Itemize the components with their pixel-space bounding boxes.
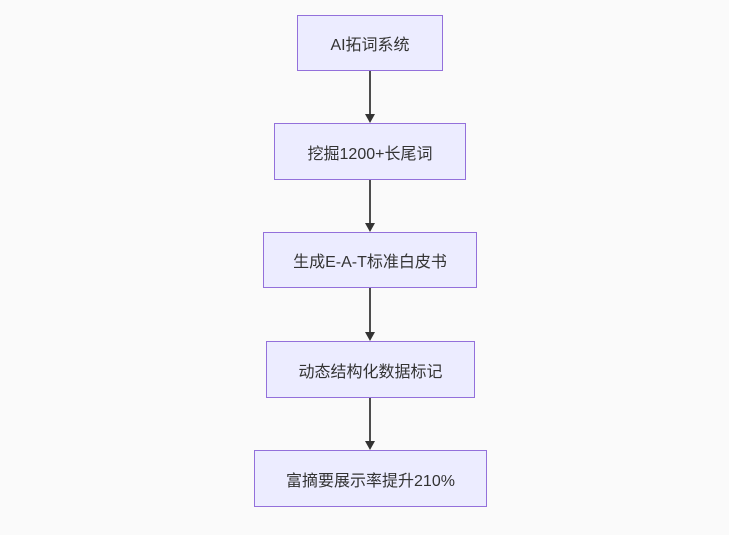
flow-node-label: 动态结构化数据标记 bbox=[298, 363, 443, 381]
flow-node-eat-whitepaper: 生成E-A-T标准白皮书 bbox=[263, 232, 477, 288]
flow-node-rich-snippet-result: 富摘要展示率提升210% bbox=[254, 450, 487, 507]
edge-line bbox=[369, 398, 371, 442]
flow-edge-3 bbox=[364, 288, 376, 341]
edge-line bbox=[369, 180, 371, 224]
flow-node-longtail-mining: 挖掘1200+长尾词 bbox=[274, 123, 466, 180]
arrowhead-down-icon bbox=[365, 332, 375, 341]
flow-node-label: AI拓词系统 bbox=[330, 37, 410, 54]
flow-edge-4 bbox=[364, 398, 376, 450]
arrowhead-down-icon bbox=[365, 441, 375, 450]
flow-edge-1 bbox=[364, 71, 376, 123]
arrowhead-down-icon bbox=[365, 114, 375, 123]
flow-node-label: 生成E-A-T标准白皮书 bbox=[293, 254, 447, 271]
flow-node-label: 富摘要展示率提升210% bbox=[286, 472, 455, 490]
arrowhead-down-icon bbox=[365, 223, 375, 232]
flow-edge-2 bbox=[364, 180, 376, 232]
flow-node-structured-data-markup: 动态结构化数据标记 bbox=[266, 341, 475, 398]
edge-line bbox=[369, 71, 371, 115]
flow-node-ai-word-expansion: AI拓词系统 bbox=[297, 15, 443, 71]
edge-line bbox=[369, 288, 371, 333]
flow-node-label: 挖掘1200+长尾词 bbox=[307, 145, 433, 163]
